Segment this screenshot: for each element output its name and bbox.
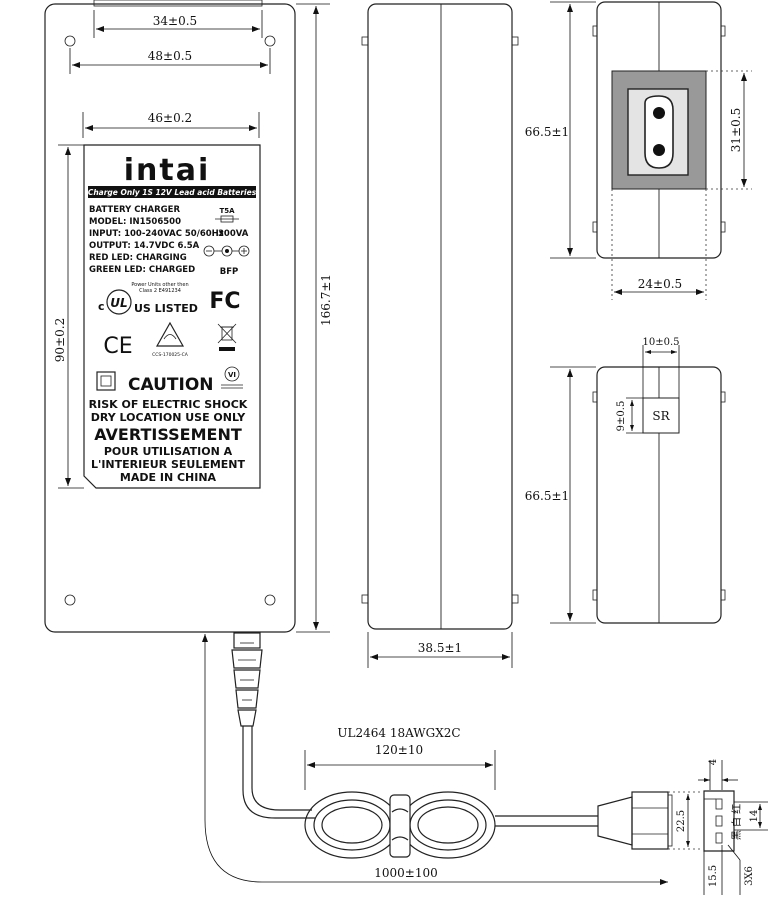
mount-hole-tl (64, 35, 76, 47)
ul-note-2: Class 2 E491234 (139, 288, 181, 294)
banner-bg (88, 186, 256, 198)
sr-tag: SR (652, 409, 670, 423)
french-line-2: L'INTERIEUR SEULEMENT (91, 458, 246, 471)
label-line-2: MODEL: IN1506500 (89, 217, 181, 227)
dim-body-length-group: 166.7±1 (296, 3, 333, 633)
banner-text: Charge Only 1S 12V Lead acid Batteries (88, 188, 257, 197)
sr-tag-box (642, 397, 680, 434)
dc-plug (597, 791, 673, 850)
inlet-housing-icon (644, 95, 674, 169)
dim-side-thickness: 38.5±1 (418, 641, 462, 655)
cable-tie (389, 794, 411, 858)
dim-coil-length: 120±10 (375, 743, 423, 757)
dim-plug-offset: 15.5 (708, 865, 719, 887)
dim-top-bracket: 34±0.5 (153, 14, 197, 28)
top-bracket (93, 0, 263, 7)
cable-length-leader (204, 634, 668, 883)
caution-heading: CAUTION (128, 375, 214, 395)
dim-label-height: 90±0.2 (53, 318, 67, 362)
dim-body-length: 166.7±1 (319, 274, 333, 326)
dim-sr-width: 10±0.5 (642, 337, 679, 348)
dim-plug-tab: 4 (708, 759, 719, 765)
label-line-1: BATTERY CHARGER (89, 205, 180, 215)
label-line-4: OUTPUT: 14.7VDC 6.5A (89, 241, 200, 251)
polarity-icon (203, 245, 250, 257)
dim-plug-body: 22.5 (676, 810, 687, 832)
vi-mark: VI (228, 371, 236, 379)
dim-cable-length: 1000±100 (374, 866, 438, 880)
french-line-1: POUR UTILISATION A (104, 445, 233, 458)
warning-line-1: RISK OF ELECTRIC SHOCK (89, 398, 248, 411)
dim-inlet-width: 24±0.5 (638, 277, 682, 291)
label-line-3b: 300VA (218, 229, 249, 239)
made-in-label: MADE IN CHINA (120, 471, 217, 484)
end-view-inlet: 66.5±1 31±0.5 24±0.5 (525, 1, 752, 300)
efficiency-vi-icon: VI (221, 366, 243, 389)
dim-hole-spacing: 48±0.5 (148, 49, 192, 63)
product-label: intai Charge Only 1S 12V Lead acid Batte… (83, 144, 261, 489)
dc-cable: 22.5 黑 白 红 4 14 15.5 3X6 UL (202, 632, 768, 895)
side-body-outline (367, 3, 513, 630)
bfp-label: BFP (220, 267, 239, 277)
fcc-icon: FC (209, 289, 240, 314)
dim-end-height-bottom: 66.5±1 (525, 489, 569, 503)
ce-icon: CE (103, 334, 132, 359)
pin-color-labels: 黑 白 红 (730, 804, 743, 840)
cable-segment-1 (242, 726, 315, 819)
label-line-5: RED LED: CHARGING (89, 253, 187, 263)
avertissement-heading: AVERTISSEMENT (94, 425, 242, 444)
fuse-label: T5A (219, 207, 235, 215)
rcm-icon (155, 321, 185, 347)
inlet-pin-1 (653, 107, 665, 119)
plug-body (631, 791, 669, 850)
ul-listed-icon: UL c (98, 289, 132, 315)
end-view-sr: SR 10±0.5 9±0.5 66.5±1 (525, 337, 726, 624)
ul-mark: UL (110, 296, 127, 310)
cable-coil (304, 791, 496, 859)
warning-line-2: DRY LOCATION USE ONLY (91, 411, 247, 424)
cable-segment-1b (251, 726, 312, 811)
plug-face: 黑 白 红 (703, 790, 743, 852)
label-line-3: INPUT: 100-240VAC 50/60Hz (89, 229, 224, 239)
label-line-6: GREEN LED: CHARGED (89, 265, 195, 275)
mount-hole-bl (64, 594, 76, 606)
dim-plug-pin-span: 14 (749, 810, 760, 823)
front-body-outline (44, 3, 296, 633)
cable-spec: UL2464 18AWGX2C (337, 726, 460, 740)
dim-plug-pins: 3X6 (744, 866, 755, 886)
ul-c: c (98, 300, 105, 313)
mount-hole-tr (264, 35, 276, 47)
inlet-pin-2 (653, 144, 665, 156)
front-view: 34±0.5 48±0.5 46±0.2 90±0.2 intai Charge… (44, 0, 296, 633)
strain-relief-seg-1 (233, 632, 261, 649)
mount-hole-br (264, 594, 276, 606)
double-insulation-icon (96, 371, 116, 391)
dim-sr-height: 9±0.5 (616, 401, 627, 432)
brand-logo: intai (124, 153, 211, 188)
ul-note-1: Power Units other then (131, 282, 188, 288)
side-view: 38.5±1 (361, 3, 519, 668)
rcm-code: CCS-170025-CA (152, 352, 189, 358)
ul-listed-text: US LISTED (134, 302, 198, 315)
dim-label-width: 46±0.2 (148, 111, 192, 125)
dim-end-height-top: 66.5±1 (525, 125, 569, 139)
fuse-icon (215, 215, 239, 223)
dim-inlet-height: 31±0.5 (729, 108, 743, 152)
label-outline (83, 144, 261, 489)
weee-bin-icon (217, 323, 237, 351)
